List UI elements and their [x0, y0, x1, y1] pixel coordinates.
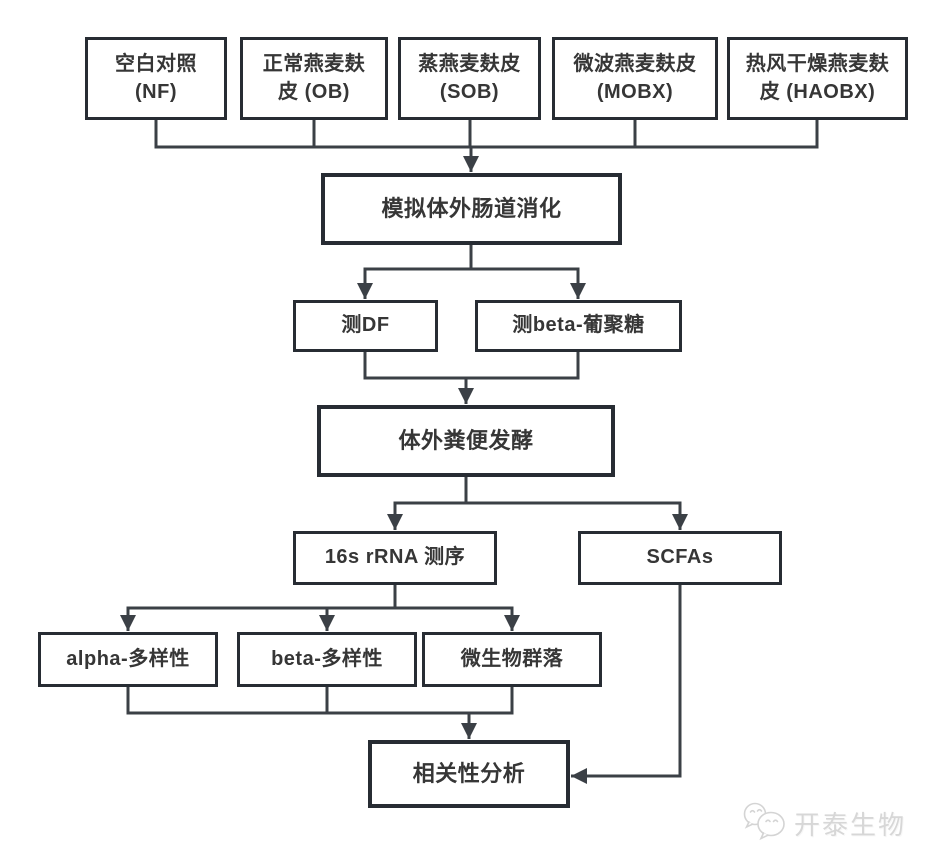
node-scfas: SCFAs — [578, 531, 782, 585]
node-microbial-community: 微生物群落 — [422, 632, 602, 687]
edge-fermentation-split — [387, 475, 688, 530]
edge-digestion-split — [357, 243, 586, 299]
wechat-bubbles-icon — [743, 802, 785, 841]
node-alpha-diversity: alpha-多样性 — [38, 632, 218, 687]
node-fecal-fermentation: 体外粪便发酵 — [317, 405, 615, 477]
brand-watermark: 开泰生物 — [740, 797, 940, 849]
node-16s-rrna-sequencing: 16s rRNA 测序 — [293, 531, 497, 585]
edge-scfas-to-correlation — [571, 585, 682, 784]
edge-top-to-digestion — [154, 118, 819, 172]
brand-watermark-label: 开泰生物 — [794, 809, 907, 840]
node-normal-oat-bran: 正常燕麦麸 皮 (OB) — [240, 37, 388, 120]
node-hot-air-oat-bran: 热风干燥燕麦麸 皮 (HAOBX) — [727, 37, 908, 120]
node-steamed-oat-bran: 蒸燕麦麸皮 (SOB) — [398, 37, 541, 120]
node-correlation-analysis: 相关性分析 — [368, 740, 570, 808]
edge-merge-to-fermentation — [363, 350, 580, 404]
edge-merge-to-correlation — [126, 685, 514, 739]
node-measure-df: 测DF — [293, 300, 438, 352]
node-in-vitro-digestion: 模拟体外肠道消化 — [321, 173, 622, 245]
node-beta-diversity: beta-多样性 — [237, 632, 417, 687]
node-measure-beta-glucan: 测beta-葡聚糖 — [475, 300, 682, 352]
edge-rrna-split — [120, 583, 520, 631]
node-microwave-oat-bran: 微波燕麦麸皮 (MOBX) — [552, 37, 718, 120]
node-blank-control: 空白对照 (NF) — [85, 37, 227, 120]
